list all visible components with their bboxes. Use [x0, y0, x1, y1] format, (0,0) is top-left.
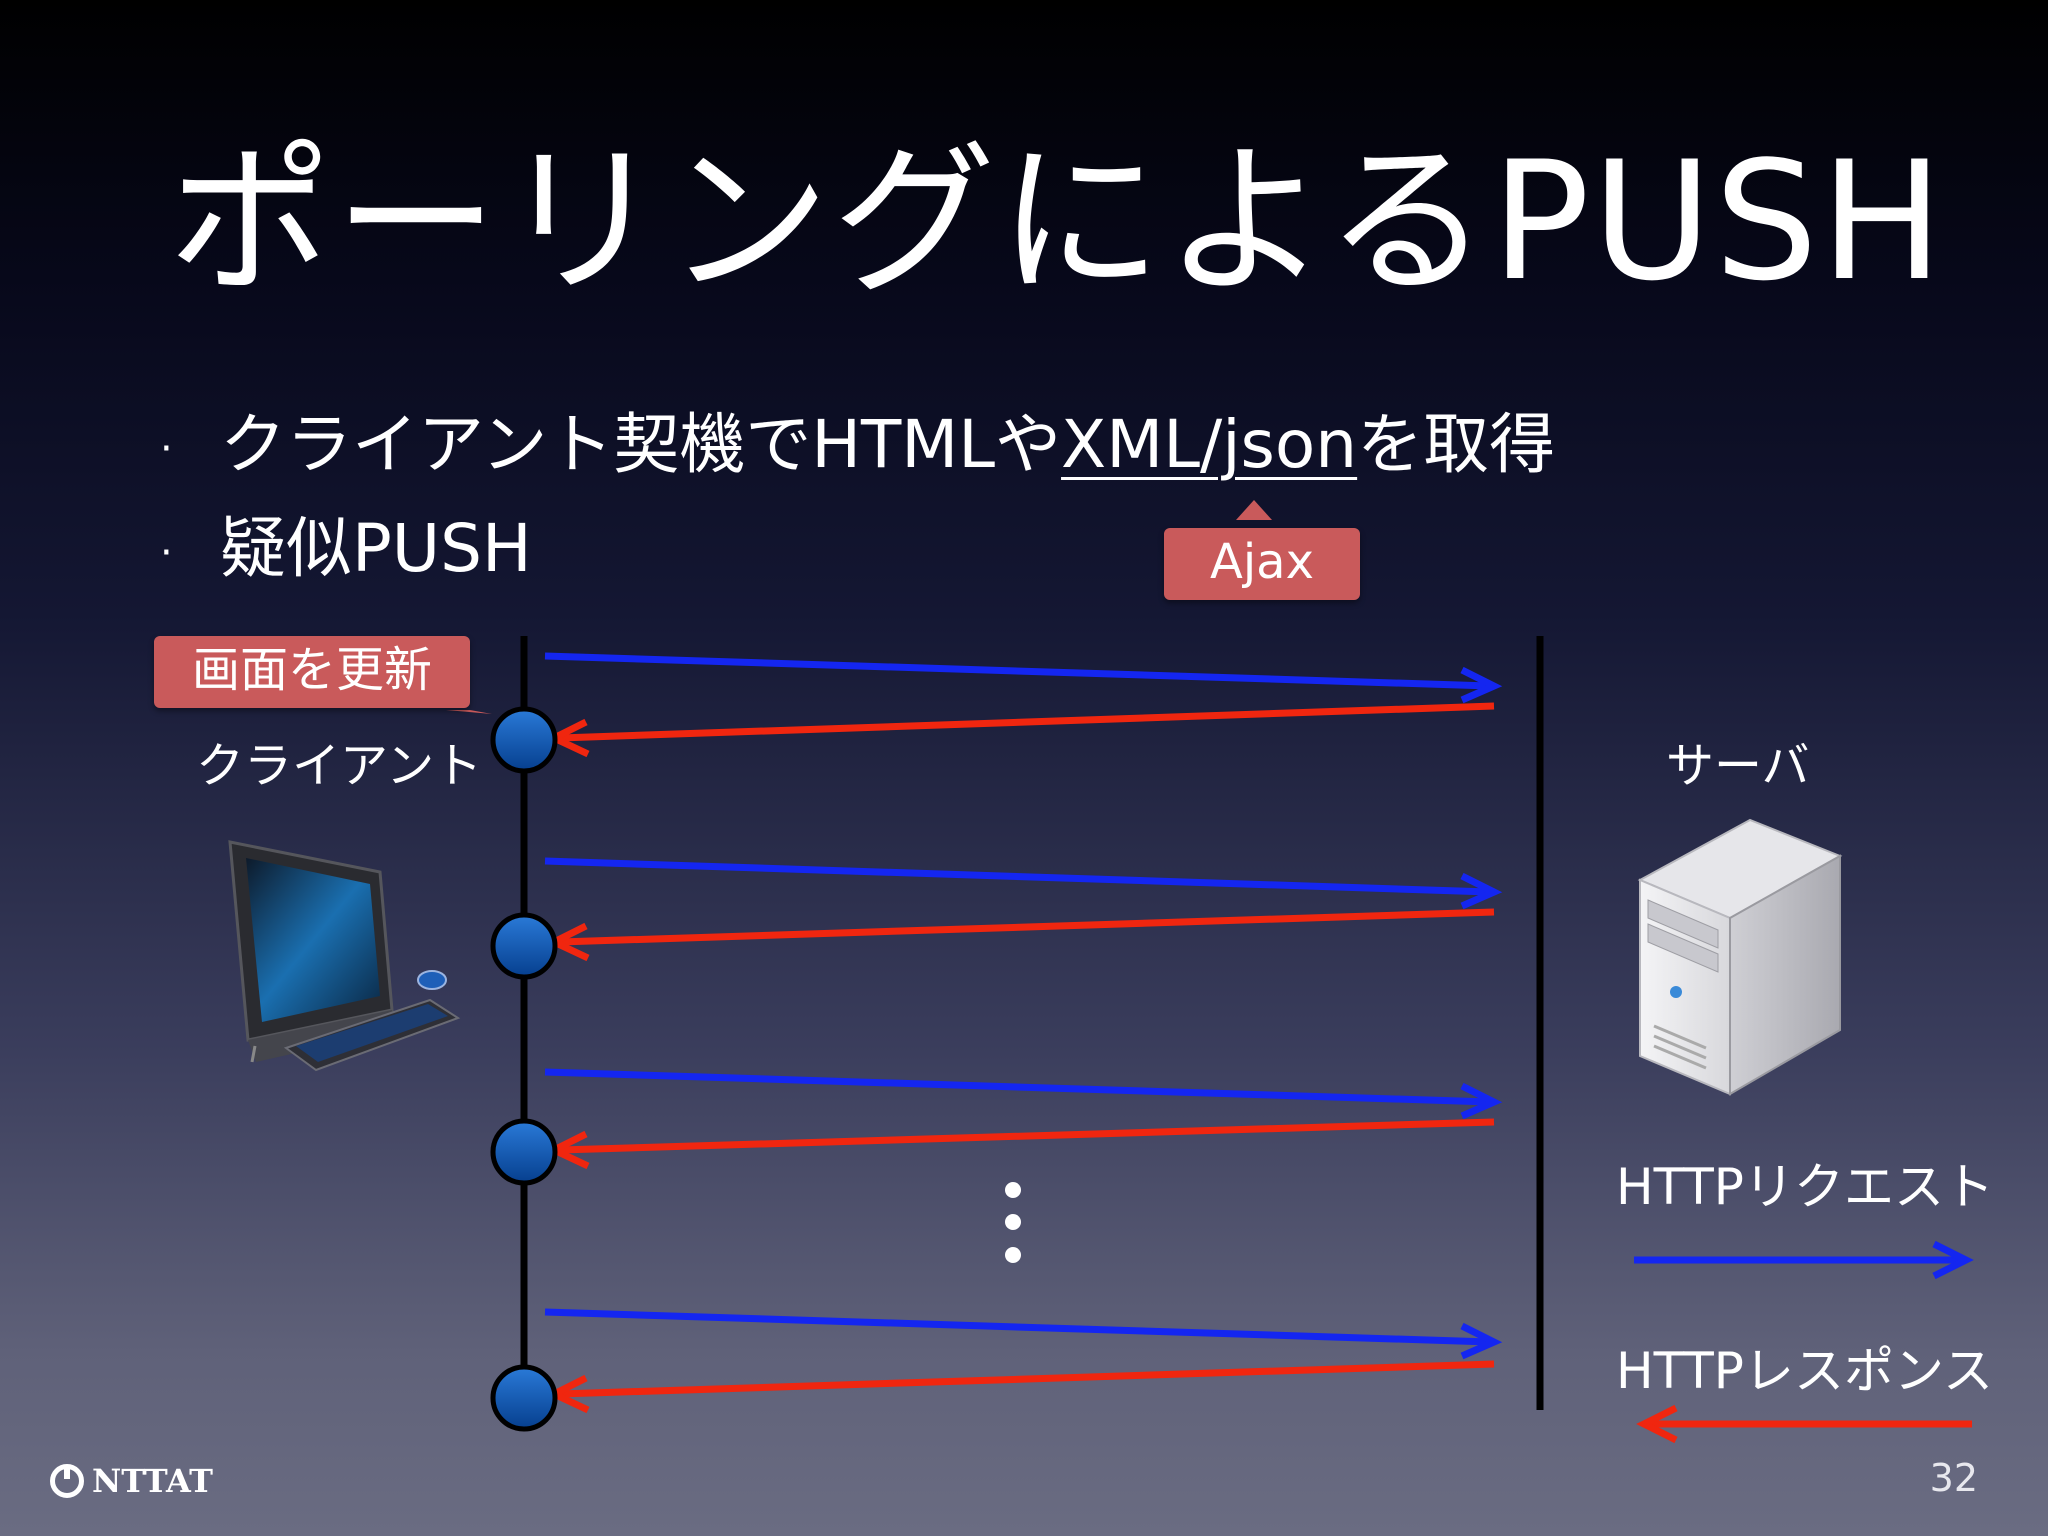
bullet-2: ·疑似PUSH [160, 516, 532, 582]
response-arrow-2 [559, 908, 1495, 946]
client-node-3 [490, 1118, 558, 1186]
response-arrow-1 [559, 702, 1495, 742]
ajax-callout-label: Ajax [1210, 534, 1314, 590]
company-logo: NTTAT [50, 1462, 213, 1500]
bullet-2-pre: 疑似PUSH [220, 510, 532, 587]
request-arrow-2 [544, 857, 1491, 896]
logo-ring-icon [50, 1464, 84, 1498]
client-node-4 [490, 1364, 558, 1432]
desktop-computer-icon [228, 840, 461, 1072]
refresh-callout-label: 画面を更新 [192, 642, 433, 698]
legend-response-arrowhead [1636, 1404, 1678, 1444]
bullet-1-pre: クライアント契機でHTMLや [220, 406, 1062, 483]
request-arrow-4 [544, 1308, 1491, 1346]
request-arrow-3 [544, 1068, 1491, 1106]
ellipsis-dot [1005, 1214, 1021, 1230]
client-label: クライアント [196, 738, 483, 794]
ellipsis-dot [1005, 1182, 1021, 1198]
client-node-1 [490, 706, 558, 774]
refresh-callout-pointer [446, 710, 492, 714]
request-arrowhead-3 [1460, 1082, 1503, 1120]
server-tower-icon [1637, 818, 1843, 1096]
refresh-callout: 画面を更新 [154, 636, 471, 708]
request-arrowhead-1 [1460, 666, 1503, 704]
legend-request-label: HTTPリクエスト [1616, 1158, 1994, 1216]
ellipsis-dot [1005, 1247, 1021, 1263]
bullet-1: ·クライアント契機でHTMLやXML/jsonを取得 [160, 412, 1555, 478]
server-label: サーバ [1666, 738, 1810, 794]
bullet-dot: · [160, 425, 173, 472]
request-arrowhead-4 [1460, 1322, 1503, 1360]
ajax-callout-pointer [1236, 500, 1272, 520]
bullet-1-underlined: XML/json [1061, 406, 1358, 483]
client-node-2 [490, 912, 558, 980]
bullet-1-post: を取得 [1357, 406, 1556, 483]
ajax-callout: Ajax [1164, 528, 1360, 600]
legend-request-arrowhead [1932, 1240, 1974, 1280]
legend-response-label: HTTPレスポンス [1616, 1342, 1993, 1400]
request-arrow-1 [544, 652, 1491, 690]
response-arrow-3 [559, 1118, 1495, 1154]
request-arrowhead-2 [1460, 872, 1503, 910]
response-arrow-4 [559, 1360, 1495, 1398]
bullet-dot: · [160, 529, 173, 576]
page-number: 32 [1929, 1456, 1978, 1500]
logo-text: NTTAT [92, 1462, 213, 1500]
slide-title: ポーリングによるPUSH [168, 126, 1946, 317]
